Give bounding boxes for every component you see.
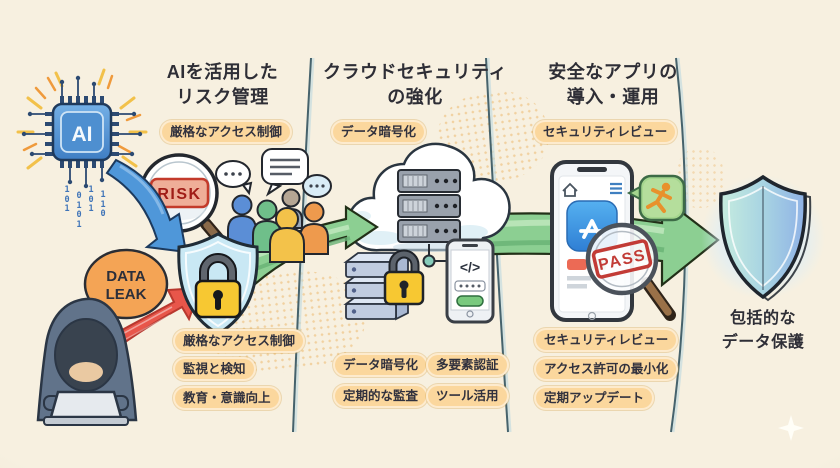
chip-traces <box>21 75 143 189</box>
badge-access-control-top: 厳格なアクセス制御 <box>160 120 292 144</box>
section-title-risk-management: AIを活用した リスク管理 <box>135 60 310 110</box>
binary-digits: 1 0 1 <box>64 185 70 214</box>
sparkle-icon <box>778 415 804 441</box>
section-title-line: リスク管理 <box>176 87 269 107</box>
network-node <box>422 244 447 268</box>
blue-arrow <box>105 158 188 254</box>
section-title-line: 安全なアプリの <box>548 62 678 82</box>
badge-security-review: セキュリティレビュー <box>534 328 679 352</box>
people-group <box>227 188 329 263</box>
section-title-line: の強化 <box>387 87 443 107</box>
home-icon <box>562 182 578 197</box>
pass-stamp: PASS <box>591 239 653 279</box>
binary-digits: 0 1 0 1 <box>76 191 82 230</box>
badge-tools: ツール活用 <box>426 384 509 408</box>
badge-least-privilege: アクセス許可の最小化 <box>534 357 679 381</box>
data-leak-line2: LEAK <box>106 286 147 303</box>
section-title-cloud-security: クラウドセキュリティ の強化 <box>322 60 508 110</box>
badge-access-control: 厳格なアクセス制御 <box>173 329 305 353</box>
shield-lock-icon <box>177 232 259 336</box>
binary-digits: 1 0 1 <box>88 185 94 214</box>
section-title-line: 導入・運用 <box>566 87 660 107</box>
result-line: データ保護 <box>721 334 805 351</box>
hacker-icon <box>36 297 138 426</box>
menu-icon <box>610 182 622 195</box>
badge-security-review-top: セキュリティレビュー <box>533 120 678 144</box>
app-tile-red <box>567 259 587 270</box>
section-title-line: クラウドセキュリティ <box>323 62 507 82</box>
speech-bubbles <box>215 148 332 198</box>
storage-stack-icon <box>343 249 425 321</box>
badge-monitoring: 監視と検知 <box>173 357 256 381</box>
ai-chip-icon: AI <box>16 68 148 189</box>
ai-chip-label: AI <box>72 123 93 146</box>
badge-updates: 定期アップデート <box>534 386 655 410</box>
badge-encryption: データ暗号化 <box>333 353 429 377</box>
risk-label: RISK <box>157 186 201 203</box>
section-title-line: AIを活用した <box>166 62 279 82</box>
chip-rays <box>16 68 148 170</box>
badge-encryption-top: データ暗号化 <box>331 120 427 144</box>
binary-digits: 1 1 0 <box>100 190 106 219</box>
final-shield-icon <box>701 174 825 302</box>
code-symbol: </> <box>460 259 480 275</box>
result-caption: 包括的な データ保護 <box>693 307 833 355</box>
running-app-icon <box>626 174 686 222</box>
team-discussion-icon <box>215 148 332 263</box>
section-title-safe-apps: 安全なアプリの 導入・運用 <box>524 60 702 110</box>
badge-education: 教育・意識向上 <box>173 386 281 410</box>
code-phone-icon: </> <box>445 238 495 324</box>
storage-padlock-icon <box>383 249 425 306</box>
data-leak-line1: DATA <box>106 268 146 285</box>
running-person-icon <box>646 182 672 213</box>
result-line: 包括的な <box>729 310 796 327</box>
pass-magnifier-icon: PASS <box>585 222 676 321</box>
badge-mfa: 多要素認証 <box>426 353 509 377</box>
badge-audit: 定期的な監査 <box>333 384 429 408</box>
padlock-icon <box>194 253 242 319</box>
